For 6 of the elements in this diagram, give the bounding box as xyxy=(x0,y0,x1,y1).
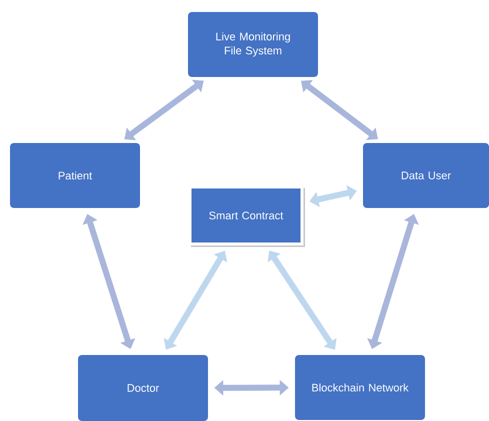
process-box: Patient xyxy=(10,143,140,208)
contract-box: Smart Contract xyxy=(188,186,304,246)
process-box: Data User xyxy=(363,143,489,208)
process-box: Live Monitoring File System xyxy=(188,12,318,77)
process-box: Doctor xyxy=(78,355,208,421)
process-box: Blockchain Network xyxy=(295,355,425,420)
